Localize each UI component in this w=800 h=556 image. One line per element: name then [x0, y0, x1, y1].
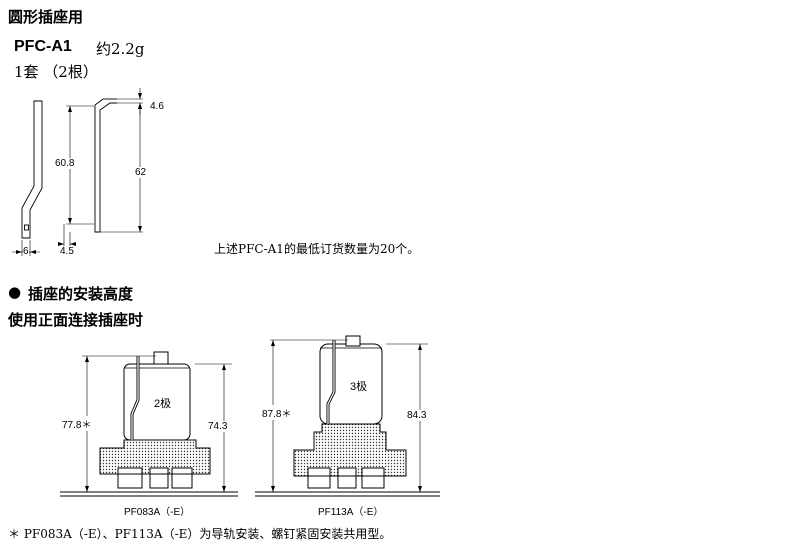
dim-60-8: 60.8 [55, 158, 75, 169]
bullet-icon: ● [8, 283, 22, 301]
dim-4-5: 4.5 [60, 246, 74, 257]
straight-pin-outline [94, 102, 117, 233]
product-quantity: 1套 （2根） [14, 63, 98, 81]
pin-hole [24, 224, 29, 231]
section-title: 圆形插座用 [8, 8, 84, 26]
install-height-subtitle: 使用正面连接插座时 [8, 311, 144, 329]
dim-4-6: 4.6 [150, 101, 164, 112]
socket-right-caption: PF113A（-E） [318, 507, 384, 518]
bent-pin-outline [21, 100, 43, 239]
product-weight: 约2.2g [96, 40, 145, 58]
socket-left-caption: PF083A（-E） [124, 507, 191, 518]
socket-left-height-total: 77.8＊ [62, 416, 92, 431]
socket-right-pole-label: 3极 [350, 378, 368, 394]
socket-left-height-inner: 74.3 [208, 421, 228, 432]
min-order-note: 上述PFC-A1的最低订货数量为20个。 [214, 242, 420, 256]
socket-right-height-inner: 84.3 [407, 410, 427, 421]
dim-62: 62 [134, 167, 148, 178]
install-height-title: 插座的安装高度 [28, 285, 134, 303]
socket-right-height-total: 87.8＊ [262, 405, 292, 420]
footnote: ＊ PF083A（-E）、PF113A（-E）为导轨安装、螺钉紧固安装共用型。 [8, 527, 392, 541]
dim-6: 6 [23, 246, 29, 257]
socket-left-pole-label: 2极 [154, 395, 172, 411]
socket-left-drawing [60, 351, 238, 497]
product-model: PFC-A1 [14, 38, 72, 55]
